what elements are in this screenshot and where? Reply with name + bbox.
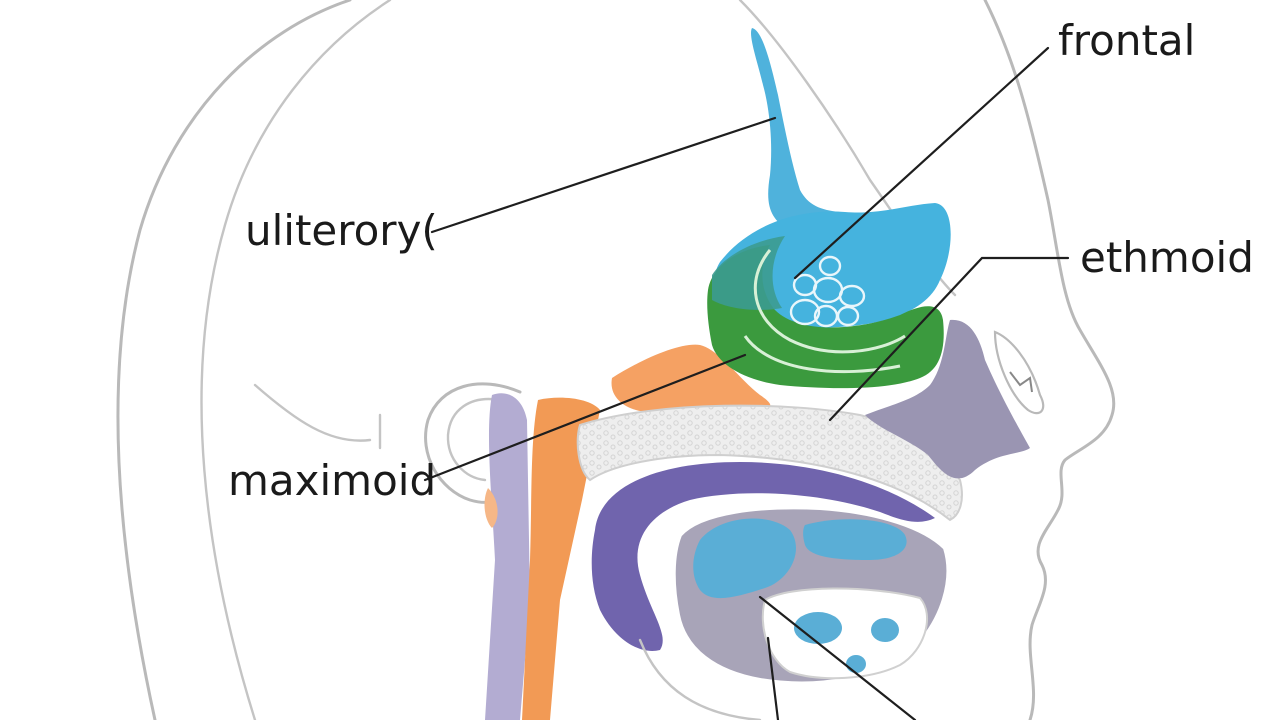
leader-maximoid: [423, 353, 747, 482]
ethmoid-region: [707, 245, 944, 389]
leader-uliterory: [430, 116, 777, 234]
leader-bottom-1: [766, 636, 780, 722]
leader-ethmoid: [828, 256, 1070, 422]
nostril-detail: [1009, 371, 1033, 393]
palate: [591, 462, 935, 651]
lower-jaw-outline: [638, 638, 762, 722]
label-maximoid: maximoid: [228, 456, 436, 505]
label-ethmoid: ethmoid: [1080, 233, 1254, 282]
nasal-cavity: [865, 319, 1030, 479]
oral-blue-spot-2: [871, 618, 899, 642]
label-uliterory: uliterory(: [245, 206, 438, 255]
head-outline: [116, 0, 1116, 722]
nostril: [993, 330, 1045, 415]
leader-frontal: [793, 46, 1050, 280]
nasal-floor-bone: [576, 404, 963, 522]
oral-blue-spot-3: [846, 655, 866, 673]
label-frontal: frontal: [1058, 16, 1195, 65]
maxillary-blue-upper: [693, 518, 796, 599]
sphenoid-region: [611, 344, 771, 412]
spine-column: [484, 393, 600, 720]
olfactory-stem: [751, 28, 840, 230]
ethmoid-air-cells: [789, 255, 866, 328]
oral-blue-spot-1: [794, 612, 842, 644]
maxillary-blue-right: [803, 519, 907, 560]
leader-bottom-2: [758, 595, 917, 722]
oral-cavity: [761, 587, 929, 680]
ethmoid-curve-1: [753, 249, 906, 354]
